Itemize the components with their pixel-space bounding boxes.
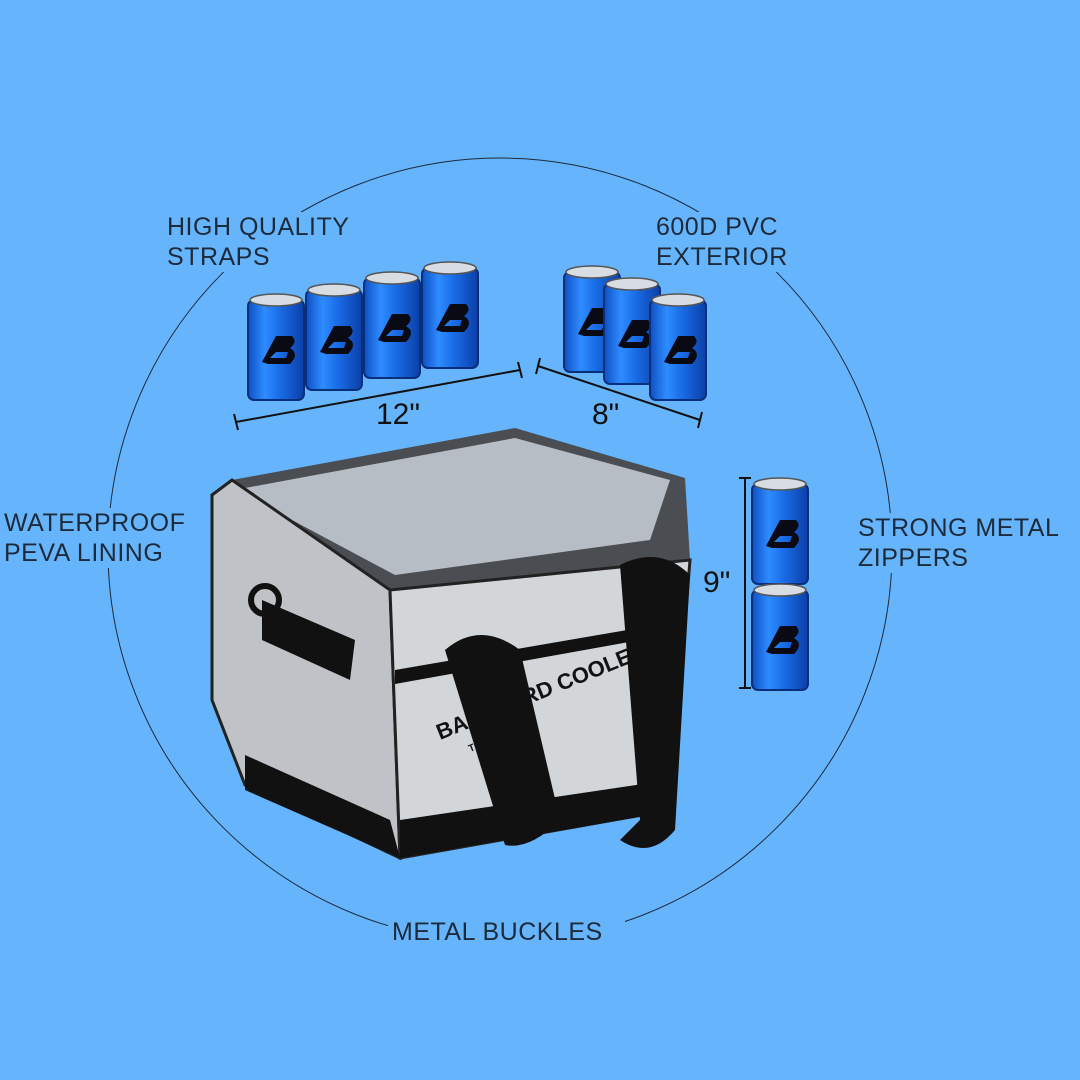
feature-buckles: METAL BUCKLES: [388, 917, 625, 947]
feature-text: STRAPS: [167, 243, 271, 271]
cooler-bag: BACKYARD COOLERS TRIPPER: [210, 428, 692, 861]
width-dimension: 8": [592, 398, 620, 431]
feature-exterior: 600D PVC EXTERIOR: [652, 212, 792, 272]
feature-text: HIGH QUALITY: [167, 213, 350, 241]
cans-height-stack: [751, 477, 809, 691]
feature-text: STRONG METAL: [858, 514, 1060, 542]
dimension-lines: [233, 357, 751, 689]
cans-width-row: [563, 265, 707, 401]
feature-text: 600D PVC: [656, 213, 779, 241]
feature-text: ZIPPERS: [858, 544, 969, 572]
can: [649, 293, 707, 401]
height-dimension: 9": [703, 566, 731, 599]
cans-length-row: [247, 261, 479, 401]
can: [751, 583, 809, 691]
feature-text: PEVA LINING: [4, 539, 164, 567]
feature-text: WATERPROOF: [4, 509, 186, 537]
can: [363, 271, 421, 379]
feature-lining: WATERPROOF PEVA LINING: [0, 508, 190, 568]
feature-text: EXTERIOR: [656, 243, 788, 271]
feature-zippers: STRONG METAL ZIPPERS: [854, 513, 1064, 573]
can: [247, 293, 305, 401]
length-dimension: 12": [376, 398, 421, 431]
feature-straps: HIGH QUALITY STRAPS: [163, 212, 354, 272]
can: [751, 477, 809, 585]
can: [305, 283, 363, 391]
can: [421, 261, 479, 369]
